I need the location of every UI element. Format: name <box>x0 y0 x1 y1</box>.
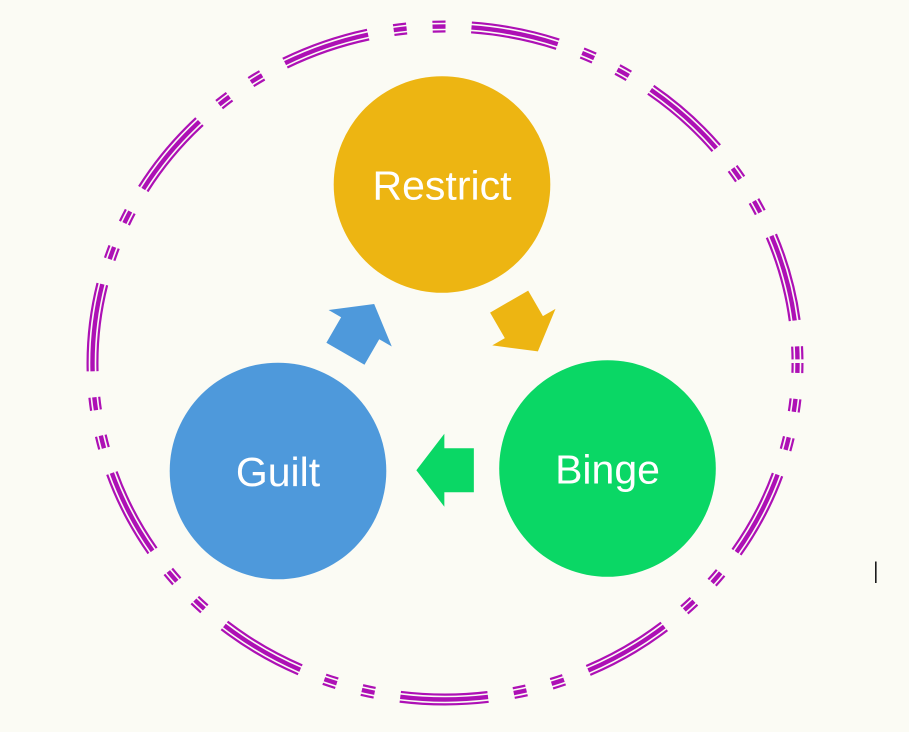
ring-inner-line <box>96 30 794 696</box>
cycle-nodes: Restrict Binge Guilt <box>169 76 716 580</box>
ring-middle-line <box>90 24 800 702</box>
guilt-circle[interactable] <box>169 362 387 580</box>
guilt-label: Guilt <box>236 449 321 495</box>
arrow-restrict-to-binge[interactable] <box>478 283 570 369</box>
ring-outer-line <box>86 20 804 706</box>
cycle-arrows <box>314 283 570 507</box>
binge-circle[interactable] <box>499 360 716 577</box>
arrow-guilt-to-restrict[interactable] <box>314 286 406 372</box>
arrow-binge-to-guilt[interactable] <box>416 433 474 507</box>
text-cursor[interactable] <box>875 561 877 584</box>
binge-label: Binge <box>555 447 660 493</box>
dashed-boundary-ring[interactable] <box>86 20 804 706</box>
restrict-label: Restrict <box>373 163 513 209</box>
restrict-circle[interactable] <box>333 76 551 293</box>
